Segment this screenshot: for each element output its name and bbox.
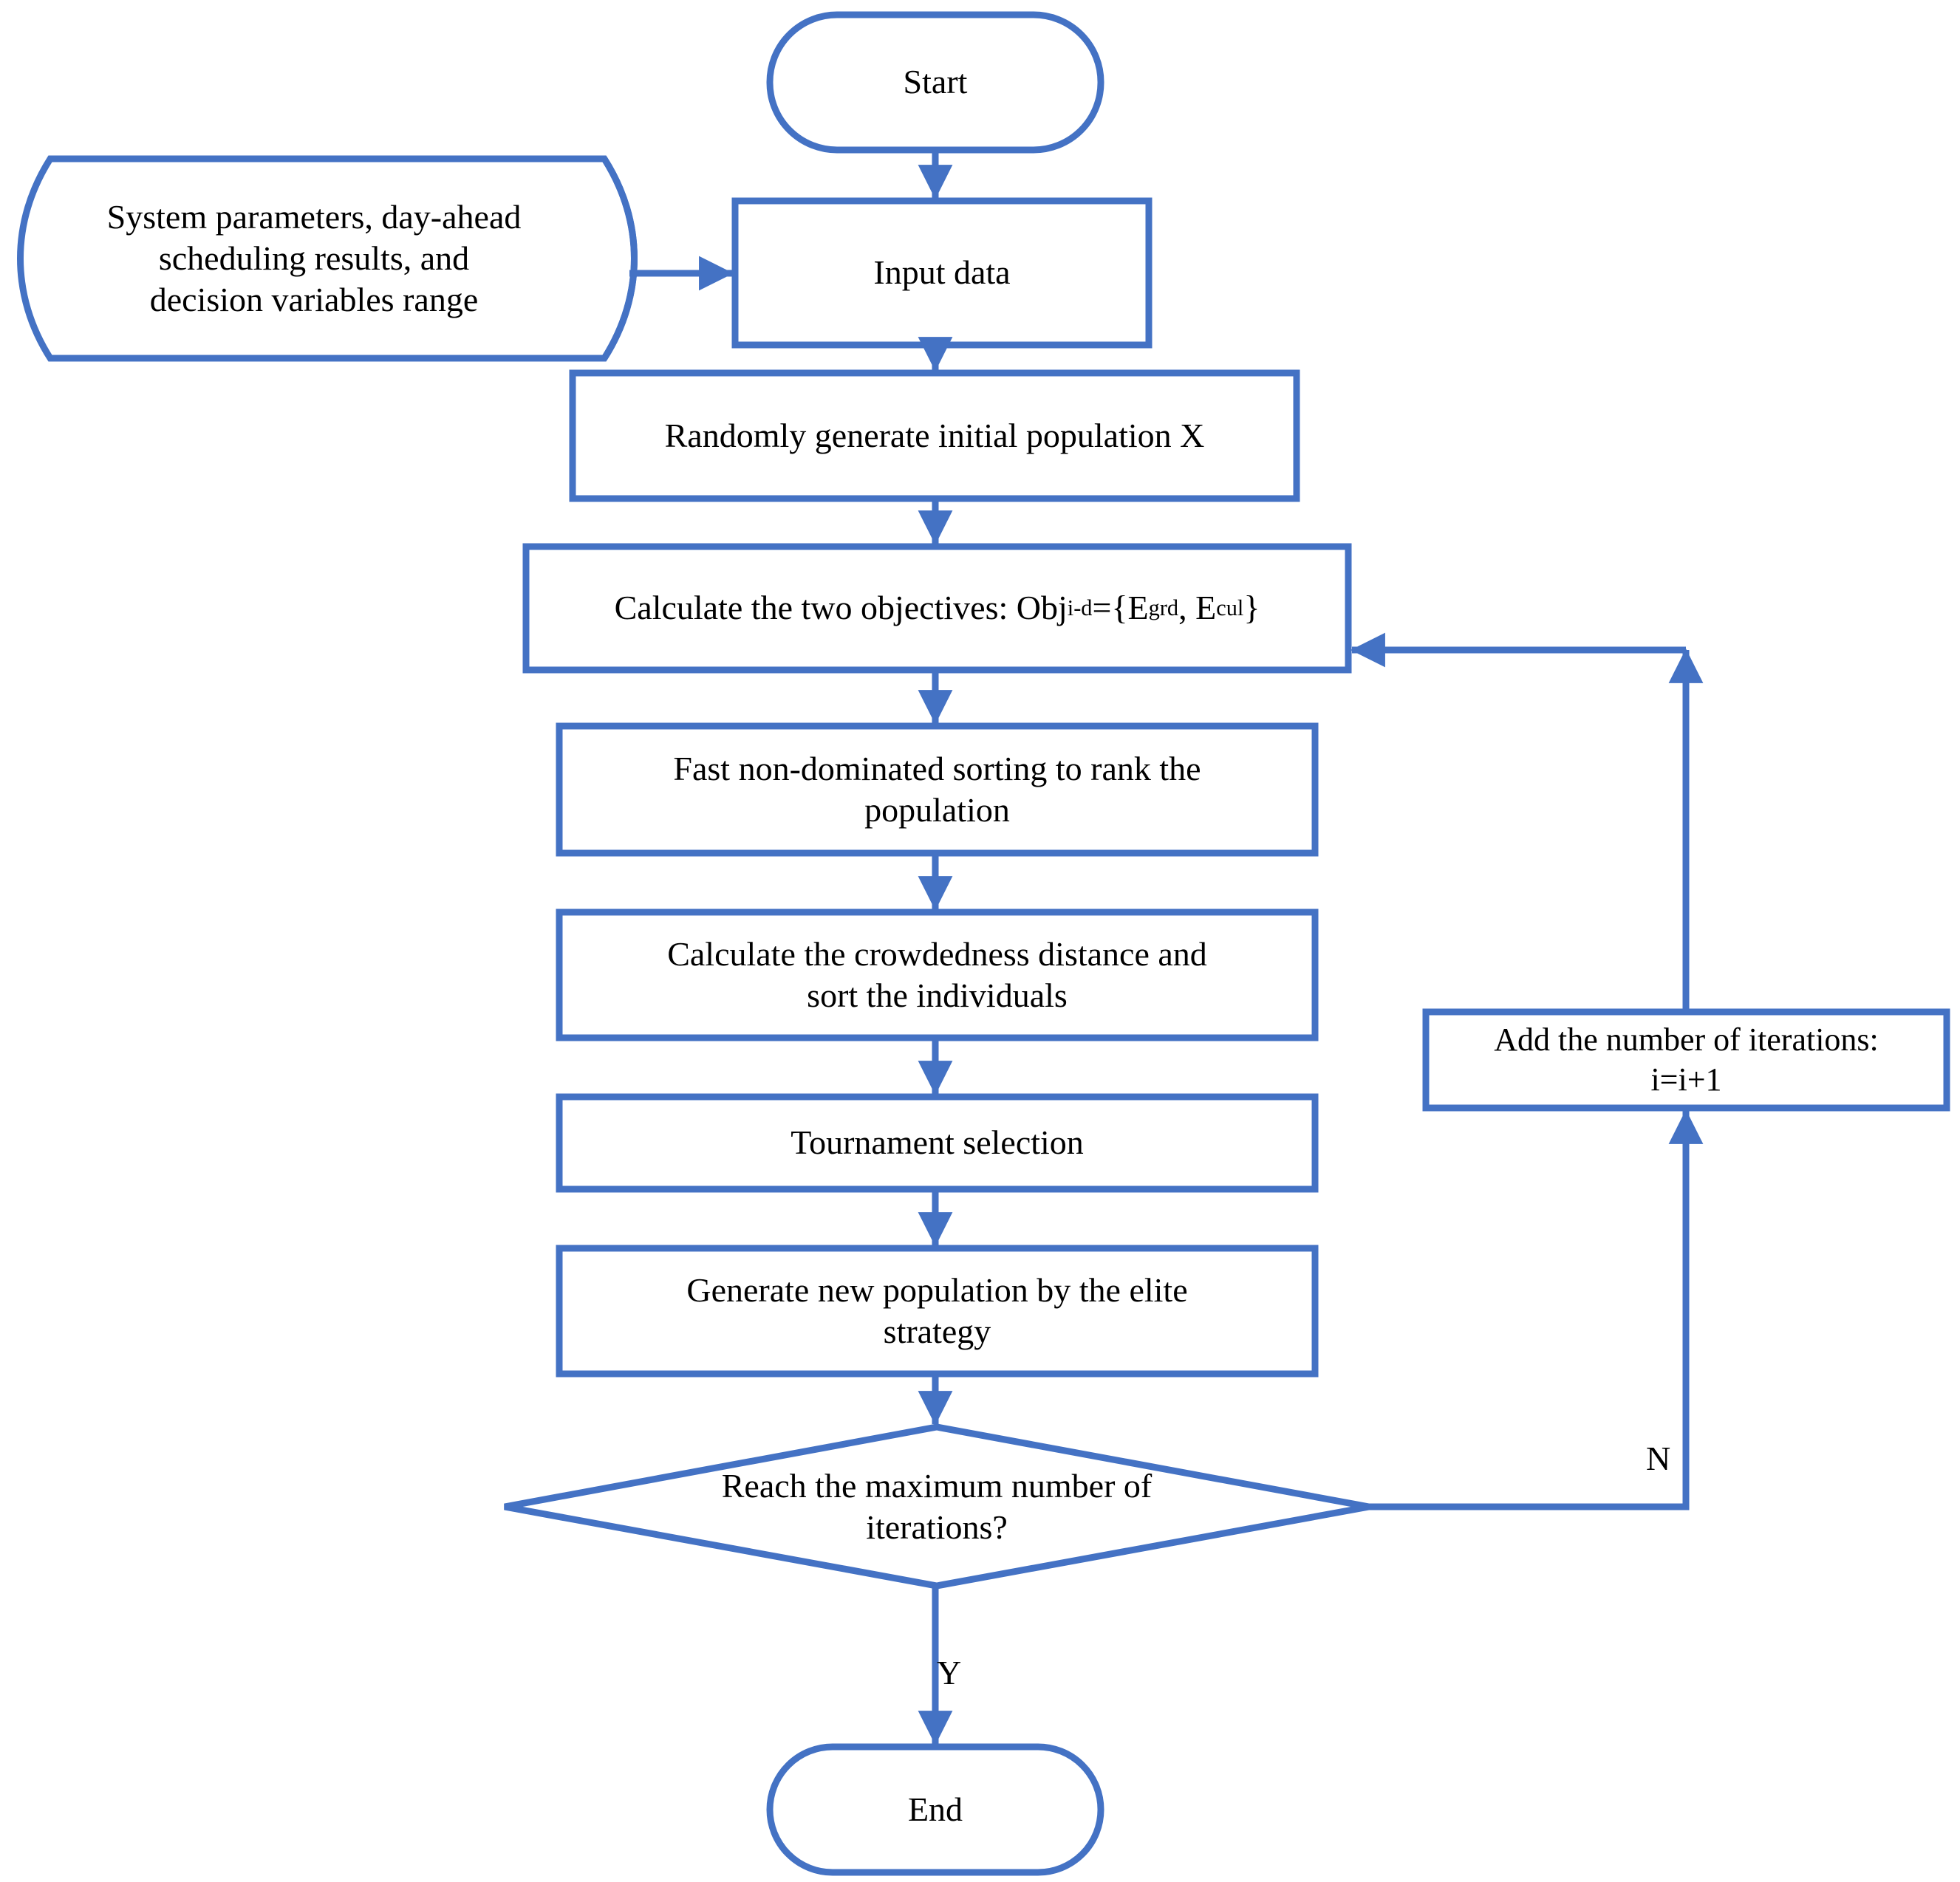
connector-decision-no-path bbox=[1369, 1112, 1690, 1510]
edge-label-yes: Y bbox=[937, 1654, 962, 1691]
decision-node-shape bbox=[504, 1423, 1370, 1590]
data-source-node-end-ellipse bbox=[601, 157, 638, 360]
elite-node-shape bbox=[556, 1245, 1319, 1378]
start-node-shape bbox=[766, 11, 1104, 154]
tournament-node-shape bbox=[556, 1093, 1319, 1193]
end-node-shape bbox=[766, 1743, 1104, 1876]
input-data-node-shape bbox=[731, 197, 1153, 349]
objectives-node-shape bbox=[522, 543, 1352, 674]
increment-node-shape bbox=[1422, 1008, 1950, 1112]
crowdedness-node-shape bbox=[556, 909, 1319, 1041]
init-population-node-shape bbox=[569, 369, 1300, 502]
edge-label-no: N bbox=[1646, 1440, 1671, 1477]
data-source-node-shape bbox=[17, 155, 638, 362]
sorting-node-shape bbox=[556, 722, 1319, 857]
